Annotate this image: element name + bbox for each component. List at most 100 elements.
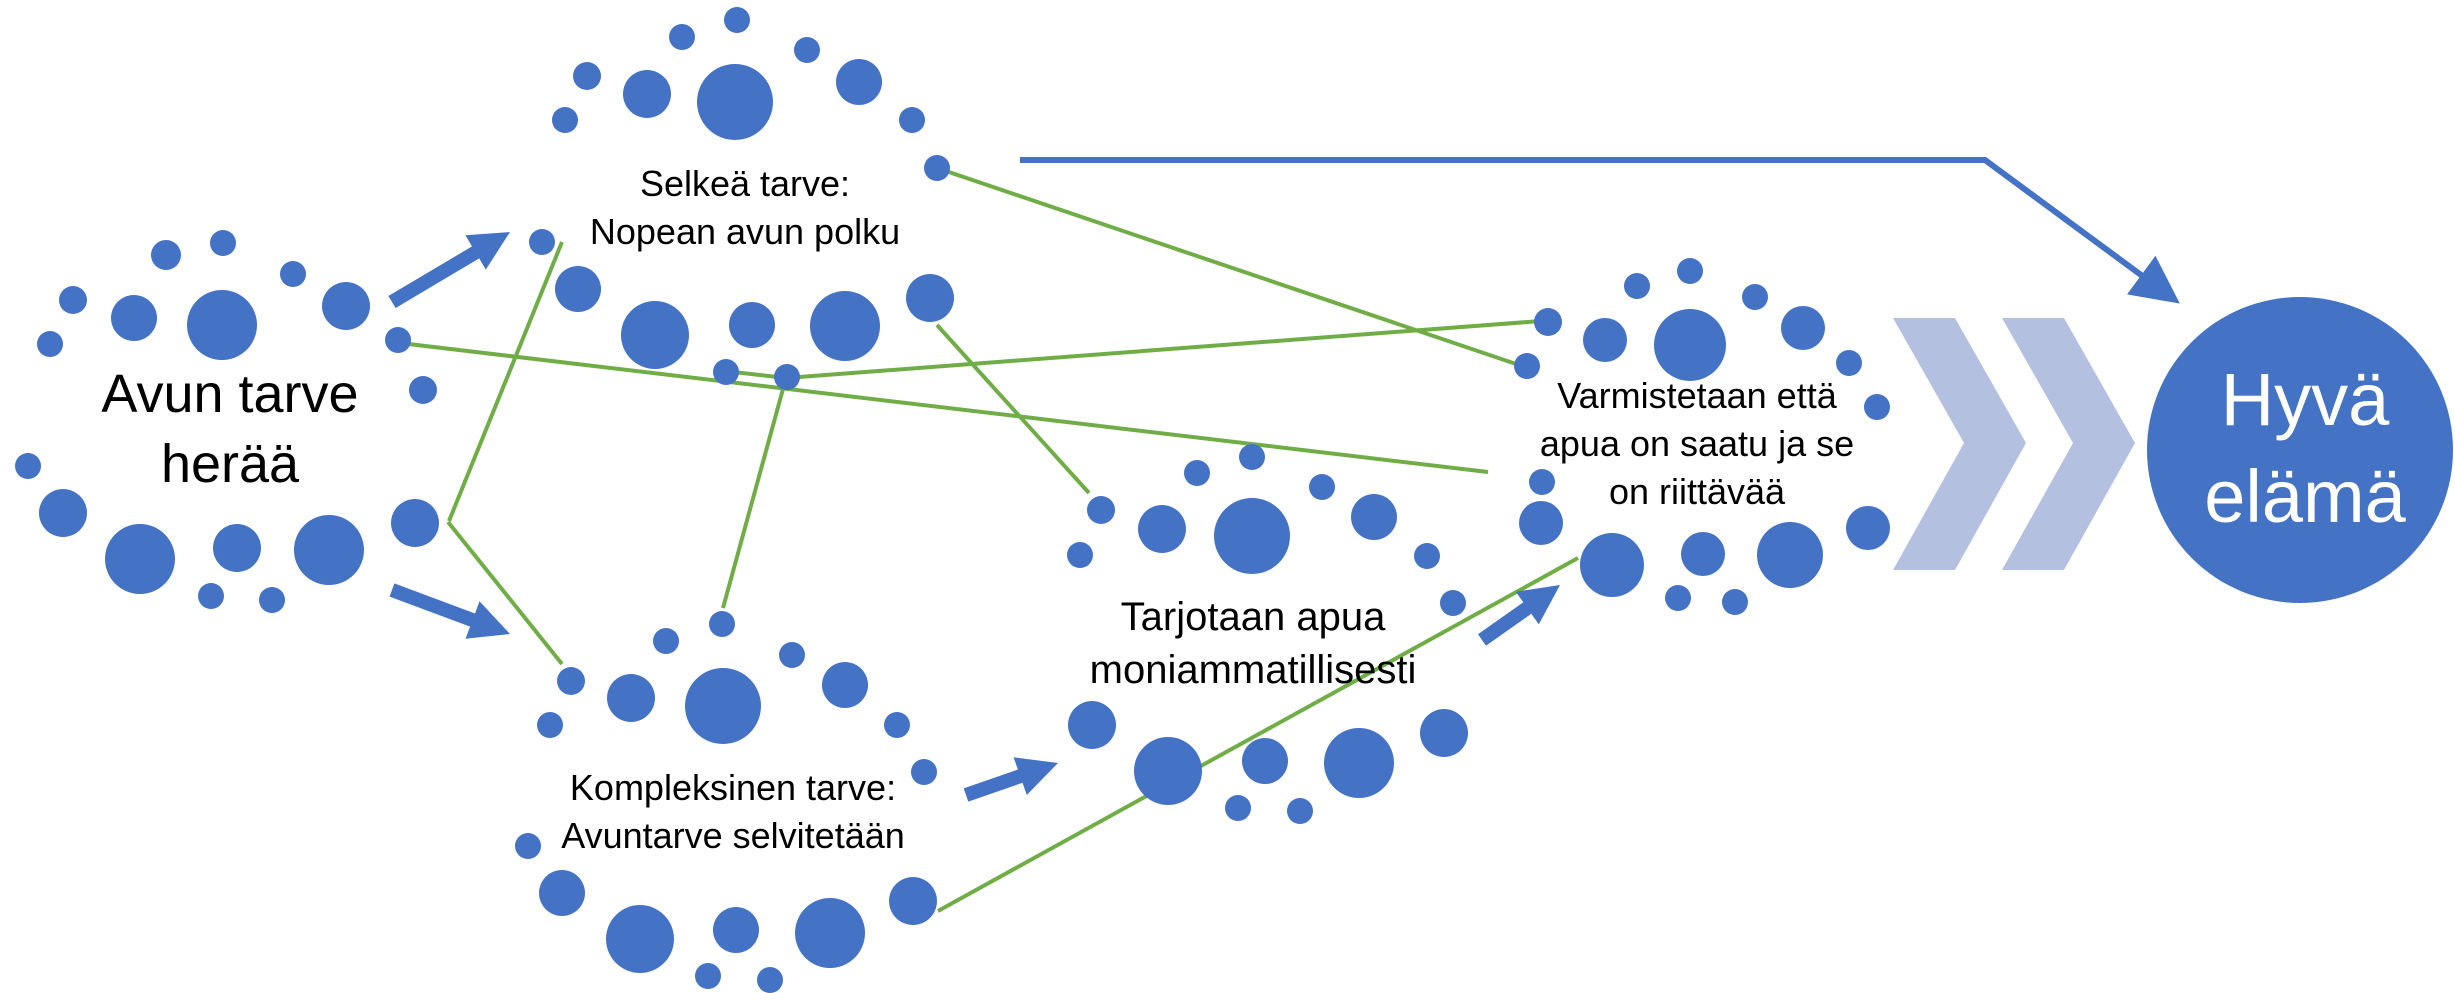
- cluster-dot: [911, 759, 937, 785]
- dot-clusters: [15, 7, 1890, 993]
- cluster-dot: [555, 266, 601, 312]
- complex-need-label-line1: Kompleksinen tarve:: [570, 767, 896, 808]
- cluster-dot: [1665, 585, 1691, 611]
- cluster-dot: [810, 291, 880, 361]
- cluster-dot: [385, 327, 411, 353]
- cluster-dot: [653, 628, 679, 654]
- cluster-dot: [713, 359, 739, 385]
- cluster-dot: [729, 302, 775, 348]
- cluster-dot: [259, 587, 285, 613]
- cluster-dot: [515, 833, 541, 859]
- cluster-dot: [1654, 309, 1726, 381]
- cluster-dot: [685, 668, 761, 744]
- cluster-dot: [1068, 701, 1116, 749]
- goal-label-line1: Hyvä: [2221, 358, 2390, 441]
- verify-label: Varmistetaan että apua on saatu ja se on…: [1540, 375, 1854, 512]
- cluster-dot: [906, 274, 954, 322]
- clear-need-label-line2: Nopean avun polku: [590, 211, 900, 252]
- cluster-dot: [539, 870, 585, 916]
- connector-lines: [399, 166, 1579, 913]
- connector-line: [399, 341, 1489, 474]
- cluster-dot: [59, 286, 87, 314]
- arrow-right-icon: [1478, 585, 1560, 646]
- connector-line: [785, 318, 1555, 380]
- goal-node: Hyvä elämä: [2147, 297, 2453, 603]
- cluster-dot: [213, 524, 261, 572]
- cluster-dot: [409, 376, 437, 404]
- cluster-dot: [836, 59, 882, 105]
- cluster-dot: [198, 583, 224, 609]
- cluster-dot: [1239, 444, 1265, 470]
- cluster-dot: [924, 155, 950, 181]
- cluster-dot: [1529, 469, 1555, 495]
- cluster-dot: [1864, 394, 1890, 420]
- cluster-dot: [1134, 737, 1202, 805]
- cluster-dot: [757, 967, 783, 993]
- cluster-dot: [39, 489, 87, 537]
- cluster-dot: [1351, 494, 1397, 540]
- cluster-dot: [695, 963, 721, 989]
- fast-track-arrow: [1020, 157, 2180, 304]
- cluster-dot: [621, 301, 689, 369]
- cluster-dot: [779, 642, 805, 668]
- cluster-dot: [1440, 590, 1466, 616]
- cluster-dot: [774, 364, 800, 390]
- cluster-dot: [322, 282, 370, 330]
- cluster-dot: [713, 907, 759, 953]
- cluster-dot: [1519, 501, 1563, 545]
- cluster-dot: [1242, 738, 1288, 784]
- connector-line: [936, 166, 1523, 368]
- cluster-dot: [822, 662, 868, 708]
- cluster-dot: [1580, 533, 1644, 597]
- arrow-right-icon: [963, 757, 1058, 802]
- cluster-dot: [105, 524, 175, 594]
- connector-line: [447, 241, 564, 522]
- cluster-dot: [1836, 350, 1862, 376]
- connector-line: [935, 323, 1091, 495]
- cluster-dot: [1138, 505, 1186, 553]
- connector-line: [446, 520, 564, 666]
- verify-label-line1: Varmistetaan että: [1557, 375, 1837, 416]
- cluster-dot: [1287, 798, 1313, 824]
- cluster-dot: [557, 667, 585, 695]
- cluster-dot: [1781, 306, 1825, 350]
- cluster-dot: [669, 24, 695, 50]
- cluster-dot: [1324, 728, 1394, 798]
- cluster-dot: [1225, 795, 1251, 821]
- cluster-dot: [187, 290, 257, 360]
- multiprofessional-label-line2: moniammatillisesti: [1090, 648, 1417, 692]
- flow-arrows: [388, 232, 1560, 802]
- cluster-dot: [151, 240, 181, 270]
- start-label-line1: Avun tarve: [101, 364, 358, 424]
- cluster-dot: [552, 107, 578, 133]
- multiprofessional-label: Tarjotaan apua moniammatillisesti: [1090, 595, 1417, 692]
- cluster-dot: [529, 229, 555, 255]
- cluster-dot: [537, 712, 563, 738]
- cluster-dot: [1757, 522, 1823, 588]
- cluster-dot: [1681, 532, 1725, 576]
- clear-need-label: Selkeä tarve: Nopean avun polku: [590, 163, 900, 252]
- cluster-dot: [1534, 308, 1562, 336]
- cluster-dot: [724, 7, 750, 33]
- cluster-dot: [1420, 709, 1468, 757]
- complex-need-label-line2: Avuntarve selvitetään: [561, 815, 905, 856]
- double-chevron-right-icon: [1893, 318, 2135, 570]
- cluster-dot: [607, 674, 655, 722]
- complex-need-label: Kompleksinen tarve: Avuntarve selvitetää…: [561, 767, 905, 856]
- cluster-dot: [1722, 589, 1748, 615]
- clear-need-label-line1: Selkeä tarve:: [640, 163, 850, 204]
- arrow-right-icon: [388, 232, 510, 308]
- arrow-right-icon: [389, 583, 510, 639]
- cluster-dot: [111, 295, 157, 341]
- cluster-dot: [623, 70, 671, 118]
- cluster-dot: [1184, 460, 1210, 486]
- cluster-dot: [1583, 318, 1627, 362]
- cluster-dot: [899, 107, 925, 133]
- start-node-label: Avun tarve herää: [101, 364, 358, 494]
- cluster-dot: [884, 712, 910, 738]
- connector-line: [721, 377, 788, 609]
- cluster-dot: [1309, 474, 1335, 500]
- cluster-dot: [1624, 273, 1650, 299]
- cluster-dot: [1514, 353, 1540, 379]
